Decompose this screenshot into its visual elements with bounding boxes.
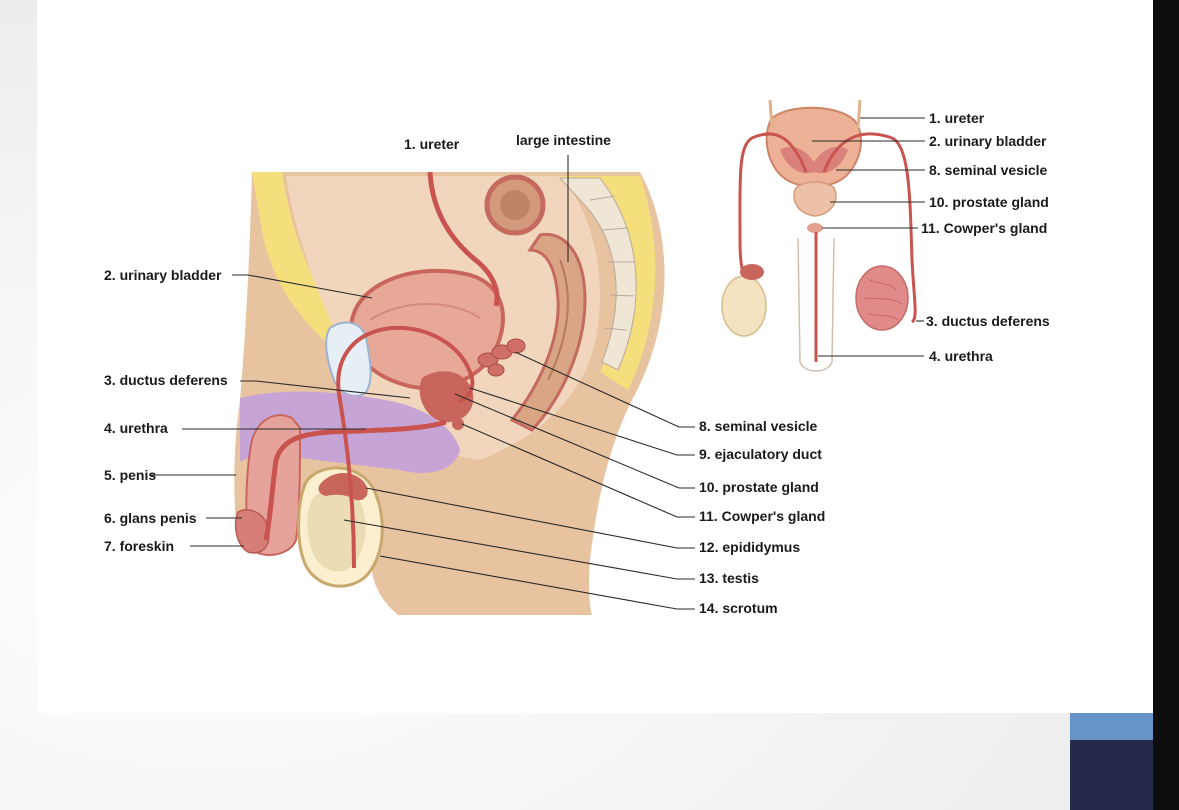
leader-lines: [150, 117, 925, 610]
frontal-cowpers: [807, 223, 823, 233]
intestine-lumen: [500, 190, 530, 220]
urethra-duct: [263, 419, 447, 541]
leader-seminal-vesicle: [514, 351, 695, 428]
leader-testis: [343, 519, 695, 580]
label-penis: 5. penis: [104, 467, 156, 483]
label-ureter: 1. ureter: [404, 136, 460, 152]
leader-prostate-gland: [454, 393, 695, 489]
label-testis: 13. testis: [699, 570, 759, 586]
label-seminal-vesicle: 8. seminal vesicle: [699, 418, 818, 434]
bladder-fold: [369, 303, 481, 321]
sagittal-illustration: [234, 171, 665, 615]
frontal-bladder: [765, 106, 862, 188]
urinary-bladder: [348, 268, 505, 391]
ureter-duct: [427, 171, 500, 307]
label-f-cowpers-gland: 11. Cowper's gland: [921, 220, 1047, 236]
frontal-testis-left: [721, 275, 767, 337]
prostate: [419, 371, 474, 423]
frontal-testis-lobules: [863, 279, 903, 321]
label-urinary-bladder: 2. urinary bladder: [104, 267, 222, 283]
right-dark-band: [1153, 0, 1179, 810]
seminal-vesicle-shape: [477, 338, 526, 377]
leader-epididymus: [365, 487, 695, 549]
frontal-testis-right: [855, 265, 909, 331]
label-f-urinary-bladder: 2. urinary bladder: [929, 133, 1047, 149]
sagittal-labels: 1. ureter large intestine 2. urinary bla…: [104, 132, 825, 616]
label-glans-penis: 6. glans penis: [104, 510, 197, 526]
label-foreskin: 7. foreskin: [104, 538, 174, 554]
label-scrotum: 14. scrotum: [699, 600, 778, 616]
label-large-intestine: large intestine: [516, 132, 611, 148]
epididymus-shape: [318, 473, 368, 501]
frontal-ductus-right: [822, 132, 917, 324]
frontal-ductus-left: [738, 132, 808, 280]
cowpers-gland-shape: [452, 418, 464, 430]
label-ductus-deferens: 3. ductus deferens: [104, 372, 228, 388]
label-f-ureter: 1. ureter: [929, 110, 985, 126]
frontal-prostate: [793, 181, 837, 217]
accent-navy-block: [1070, 740, 1153, 810]
label-f-urethra: 4. urethra: [929, 348, 993, 364]
leader-cowpers-gland: [461, 423, 695, 518]
ductus-deferens-duct: [336, 325, 475, 569]
frontal-epididymus-left: [740, 264, 764, 280]
label-f-ductus-deferens: 3. ductus deferens: [926, 313, 1050, 329]
label-cowpers-gland: 11. Cowper's gland: [699, 508, 825, 524]
frontal-ureter-right: [856, 99, 862, 129]
label-f-seminal-vesicle: 8. seminal vesicle: [929, 162, 1048, 178]
leader-ejaculatory-duct: [469, 387, 695, 456]
frontal-illustration: [721, 99, 917, 372]
sacrum: [558, 177, 637, 371]
rectum-inner: [547, 259, 569, 381]
posterior-fat: [560, 176, 656, 390]
label-epididymus: 12. epididymus: [699, 539, 800, 555]
leader-ductus-deferens: [240, 380, 411, 399]
label-f-prostate-gland: 10. prostate gland: [929, 194, 1049, 210]
leader-urinary-bladder: [232, 274, 373, 299]
accent-blue-bar: [1070, 713, 1153, 740]
label-prostate-gland: 10. prostate gland: [699, 479, 819, 495]
label-urethra: 4. urethra: [104, 420, 168, 436]
frontal-labels: 1. ureter 2. urinary bladder 8. seminal …: [921, 110, 1050, 364]
glans-penis: [234, 508, 270, 554]
leader-scrotum: [379, 555, 695, 610]
frontal-ureter-left: [768, 99, 774, 129]
label-ejaculatory-duct: 9. ejaculatory duct: [699, 446, 822, 462]
